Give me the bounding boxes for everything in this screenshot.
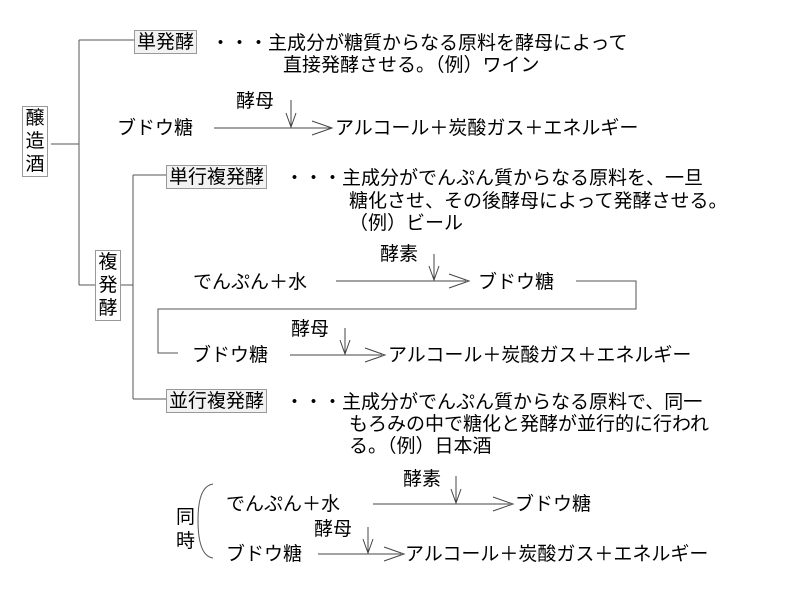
heikou-reaction2-from: ブドウ糖 [226,543,303,565]
tanhakko-reaction-agent: 酵母 [236,90,275,112]
simultaneous-arrow-2 [318,527,406,562]
tankou-reaction1-agent: 酵素 [380,243,419,265]
node-tanhakko: 単発酵 [134,30,198,54]
heikou-reaction2-to: アルコール＋炭酸ガス＋エネルギー [405,543,709,565]
simultaneous-arrow-1 [373,476,515,512]
tankou-reaction2-agent: 酵母 [291,318,330,340]
tankou-desc-line3: （例）ビール [349,212,464,234]
node-fukuhakko: 複発酵 [95,250,121,321]
tankou-reaction1-to: ブドウ糖 [478,271,555,293]
heikou-desc-line2: もろみの中で糖化と発酵が並行的に行われ [349,413,710,435]
tankou-reaction1-from: でんぷん＋水 [193,271,308,293]
heikou-reaction1-to: ブドウ糖 [515,493,592,515]
root-node-jouzoushu: 醸造酒 [22,106,48,177]
tanhakko-reaction-from: ブドウ糖 [117,117,194,139]
heikou-reaction2-agent: 酵母 [314,518,353,540]
reaction-arrow-tankou-1 [336,254,471,289]
tankou-desc-line1: ・・・主成分がでんぷん質からなる原料を、一旦 [285,167,704,189]
simultaneous-label: 同時 [176,506,196,552]
heikou-reaction1-from: でんぷん＋水 [226,493,341,515]
tanhakko-desc-line2: 直接発酵させる。（例）ワイン [283,54,540,76]
heikou-desc-line1: ・・・主成分がでんぷん質からなる原料で、同一 [285,391,703,413]
tankou-desc-line2: 糖化させ、その後酵母によって発酵させる。 [349,190,728,212]
tanhakko-desc-line1: ・・・主成分が糖質からなる原料を酵母によって [211,32,628,54]
reaction-arrow-tanhakko [214,100,334,136]
node-tankou-fukuhakko: 単行複発酵 [166,165,268,189]
node-heikou-fukuhakko: 並行複発酵 [166,389,268,413]
reaction-arrow-tankou-2 [290,328,387,363]
simultaneous-bracket [197,483,214,559]
heikou-desc-line3: る。（例）日本酒 [349,435,492,457]
tanhakko-reaction-to: アルコール＋炭酸ガス＋エネルギー [335,117,639,139]
heikou-reaction1-agent: 酵素 [403,468,442,490]
tankou-reaction2-from: ブドウ糖 [192,344,269,366]
tankou-reaction2-to: アルコール＋炭酸ガス＋エネルギー [388,344,692,366]
